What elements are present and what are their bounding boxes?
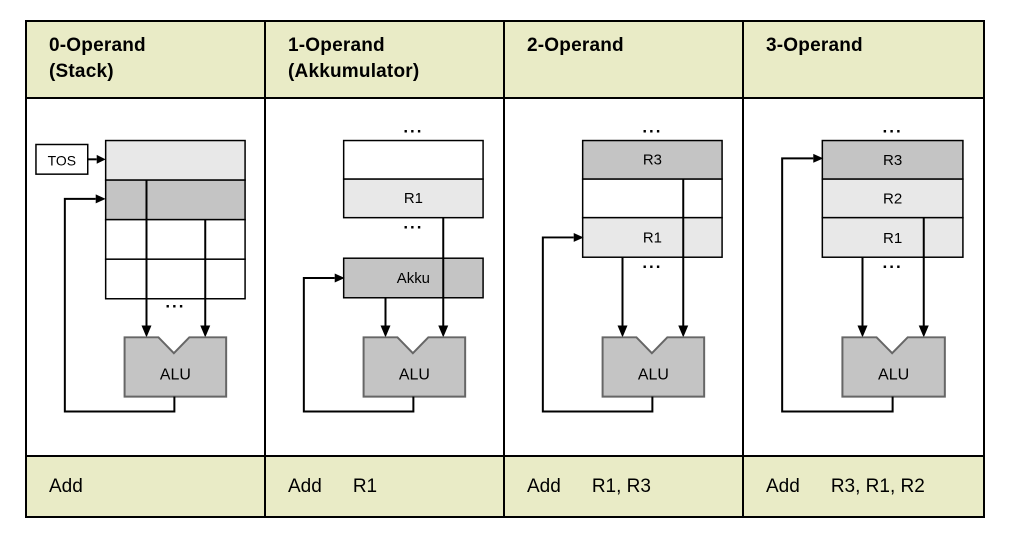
instruction-3-operand: Add R3, R1, R2 [744, 455, 983, 516]
tos-box [35, 143, 89, 175]
ellipsis: ... [642, 253, 662, 272]
arrowhead-icon [380, 325, 391, 338]
instruction-mnemonic: Add [766, 475, 800, 497]
ellipsis: ... [882, 253, 902, 272]
header-3-operand: 3-Operand [744, 22, 983, 99]
arrowhead-icon [573, 232, 584, 242]
stack-cell-tos [104, 139, 246, 181]
register-cell-r1 [342, 178, 484, 219]
isa-comparison-table: 0-Operand (Stack) 1-Operand (Akkumulator… [25, 20, 985, 518]
stack-machine-svg: TOS ... ALU [35, 139, 246, 413]
arrowhead-icon [857, 325, 868, 338]
ellipsis: ... [165, 293, 185, 312]
register-label-r1: R1 [643, 230, 662, 246]
header-0-operand: 0-Operand (Stack) [27, 22, 266, 99]
ellipsis: ... [642, 118, 662, 137]
arrowhead-icon [334, 273, 345, 283]
arrowhead-icon [141, 325, 152, 338]
instruction-operands: R1 [352, 475, 378, 497]
arrowhead-icon [813, 153, 824, 163]
instruction-1-operand: Add R1 [266, 455, 505, 516]
register-label-r3: R3 [643, 152, 662, 168]
instruction-mnemonic: Add [288, 475, 322, 497]
alu-label: ALU [878, 366, 909, 383]
diagram-two-operand-machine: ... R3 R1 ... ALU [505, 99, 744, 455]
register-cell-empty [581, 178, 723, 219]
arrowhead-icon [95, 194, 106, 204]
register-cell-r1 [821, 216, 964, 258]
alu-label: ALU [160, 366, 191, 383]
stack-cell-4 [104, 258, 246, 300]
alu-shape [841, 336, 946, 398]
alu-label: ALU [638, 366, 669, 383]
akku-label: Akku [397, 271, 430, 287]
header-title: 2-Operand [527, 35, 624, 56]
register-cell-r3 [821, 139, 964, 180]
arrowhead-icon [438, 325, 449, 338]
two-operand-machine-svg: ... R3 R1 ... ALU [541, 118, 723, 413]
header-title: 0-Operand [49, 35, 146, 56]
ellipsis: ... [882, 118, 902, 137]
header-subtitle: (Stack) [49, 61, 114, 83]
header-title: 1-Operand [288, 35, 385, 56]
header-2-operand: 2-Operand [505, 22, 744, 99]
diagram-stack-machine: TOS ... ALU [27, 99, 266, 455]
tos-arrowhead-icon [96, 154, 106, 164]
instruction-mnemonic: Add [49, 475, 83, 497]
header-title: 3-Operand [766, 35, 863, 56]
alu-shape [362, 336, 467, 398]
alu-shape [601, 336, 706, 398]
instruction-mnemonic: Add [527, 475, 561, 497]
arrowhead-icon [200, 325, 211, 338]
instruction-operands: R3, R1, R2 [830, 475, 925, 497]
header-1-operand: 1-Operand (Akkumulator) [266, 22, 505, 99]
arrowhead-icon [918, 325, 929, 338]
instruction-0-operand: Add [27, 455, 266, 516]
diagram-accumulator-machine: ... R1 ... Akku ALU [266, 99, 505, 455]
instruction-operands: R1, R3 [591, 475, 651, 497]
register-label-r1: R1 [404, 191, 423, 207]
instruction-2-operand: Add R1, R3 [505, 455, 744, 516]
register-cell-empty [342, 139, 484, 180]
alu-shape [123, 336, 228, 398]
register-label-r2: R2 [883, 190, 902, 207]
result-feedback-line [302, 277, 415, 413]
header-subtitle: (Akkumulator) [288, 61, 420, 83]
result-feedback-line [781, 157, 894, 413]
arrowhead-icon [678, 325, 689, 338]
diagram-three-operand-machine: ... R3 R2 R1 ... ALU [744, 99, 983, 455]
stack-cell-3 [104, 218, 246, 260]
alu-label: ALU [399, 366, 430, 383]
three-operand-machine-svg: ... R3 R2 R1 ... ALU [781, 118, 964, 413]
register-label-r3: R3 [883, 152, 902, 169]
result-feedback-line [541, 236, 654, 413]
ellipsis: ... [403, 118, 423, 137]
arrowhead-icon [617, 325, 628, 338]
result-feedback-line [63, 197, 176, 413]
register-cell-r2 [821, 178, 964, 219]
stack-cell-second [104, 179, 246, 221]
accumulator-machine-svg: ... R1 ... Akku ALU [302, 118, 484, 413]
tos-label: TOS [48, 152, 76, 168]
register-label-r1: R1 [883, 230, 902, 247]
register-cell-r1 [581, 216, 723, 258]
ellipsis: ... [403, 214, 423, 233]
